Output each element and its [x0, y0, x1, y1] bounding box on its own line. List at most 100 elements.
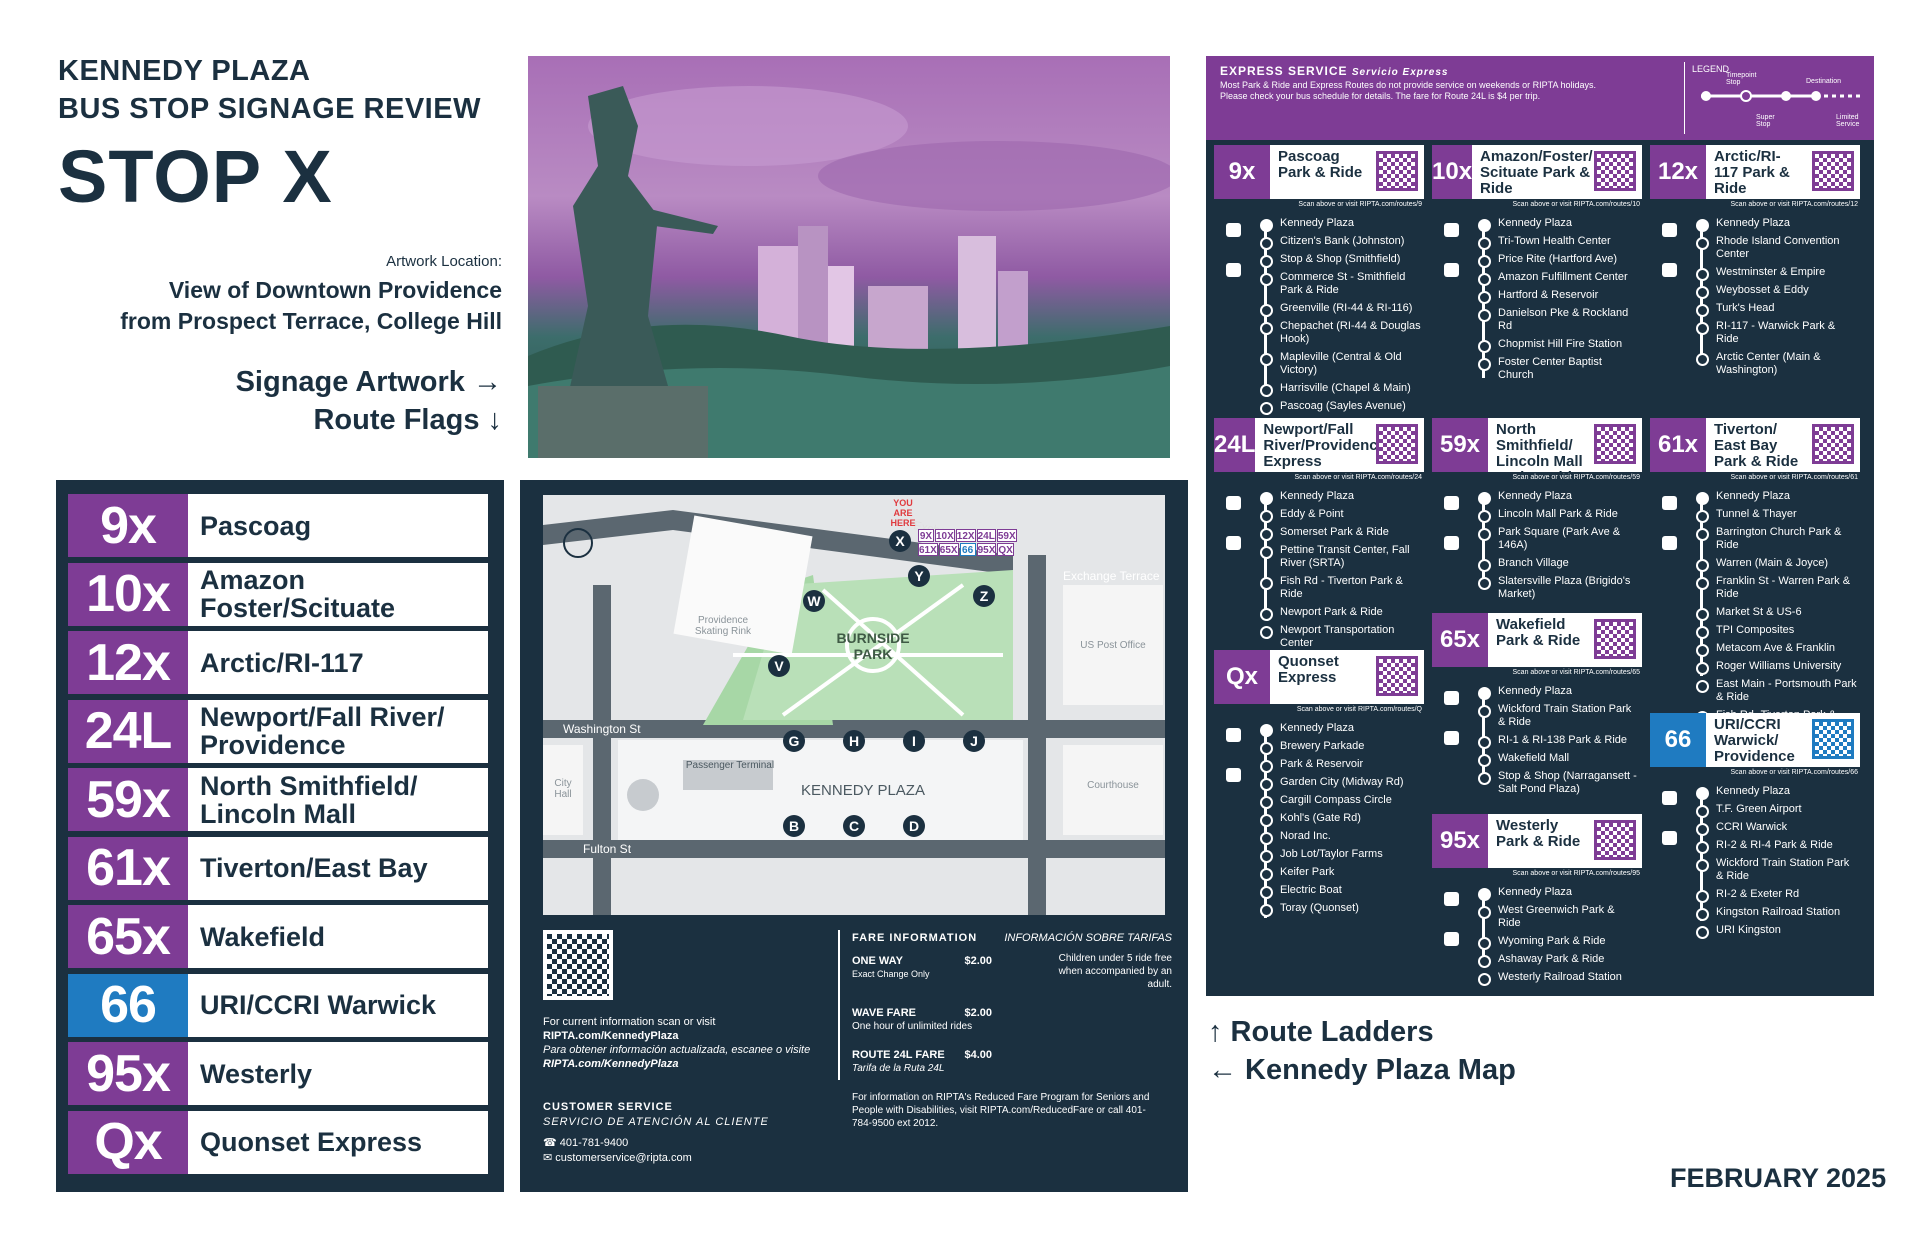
ladder-stop: Roger Williams University [1688, 660, 1858, 675]
ladder-route-title: Arctic/RI-117 Park & Ride [1714, 148, 1790, 197]
children-note: Children under 5 ride free when accompan… [1058, 953, 1172, 990]
courthouse-label: Courthouse [1087, 780, 1139, 791]
ladder-route-number: 12x [1650, 145, 1706, 199]
ladder-stop: Fish Rd - Tiverton Park & Ride [1252, 575, 1422, 601]
ladder-scan-url[interactable]: Scan above or visit RIPTA.com/routes/61 [1730, 474, 1858, 481]
ladder-stop: Metacom Ave & Franklin [1688, 642, 1858, 657]
ladder-stop: Kennedy Plaza [1252, 490, 1422, 505]
route-flag-name: Westerly [200, 1058, 313, 1089]
scan-url-es[interactable]: RIPTA.com/KennedyPlaza [543, 1058, 679, 1070]
here-route-badge: 12X [955, 529, 976, 542]
ladder-qr-code[interactable] [1376, 656, 1418, 696]
ladder-qr-code[interactable] [1376, 424, 1418, 464]
phone-icon: ☎ [543, 1137, 560, 1149]
scan-url[interactable]: RIPTA.com/KennedyPlaza [543, 1030, 679, 1042]
fare-24l-price: $4.00 [964, 1049, 992, 1061]
kennedy-plaza-map-label: ← Kennedy Plaza Map [1208, 1054, 1516, 1086]
legend-destination: Destination [1806, 78, 1842, 85]
ladder-qr-code[interactable] [1594, 424, 1636, 464]
ladder-scan-url[interactable]: Scan above or visit RIPTA.com/routes/12 [1730, 201, 1858, 208]
ladder-stop: Kennedy Plaza [1688, 217, 1858, 232]
bus-icon [1226, 223, 1241, 237]
ladder-stop: Wyoming Park & Ride [1470, 935, 1640, 950]
ladder-qr-code[interactable] [1594, 820, 1636, 860]
route-flag-number: 95x [68, 1042, 188, 1105]
ladder-route-title: Newport/Fall River/Providence Express [1263, 421, 1386, 470]
ladder-scan-url[interactable]: Scan above or visit RIPTA.com/routes/Q [1296, 706, 1422, 713]
route-flag-name: Newport/Fall River/ Providence [200, 702, 445, 760]
artwork-location: View of Downtown Providence from Prospec… [0, 275, 502, 337]
ladder-scan-url[interactable]: Scan above or visit RIPTA.com/routes/65 [1512, 669, 1640, 676]
express-title: EXPRESS SERVICE Servicio Express [1220, 64, 1448, 78]
ladder-stop: Newport Park & Ride [1252, 606, 1422, 621]
ladder-stop: Garden City (Midway Rd) [1252, 776, 1422, 791]
scan-text: For current information scan or visit [543, 1016, 716, 1028]
ladder-stop: Kennedy Plaza [1688, 490, 1858, 505]
stop-g-marker: G [783, 730, 805, 752]
ladder-scan-url[interactable]: Scan above or visit RIPTA.com/routes/9 [1298, 201, 1422, 208]
ladder-stop: Kennedy Plaza [1470, 217, 1640, 232]
email-address[interactable]: customerservice@ripta.com [555, 1152, 692, 1164]
ladder-stop: Hartford & Reservoir [1470, 289, 1640, 304]
header-line2: BUS STOP SIGNAGE REVIEW [58, 93, 481, 125]
ladder-scan-url[interactable]: Scan above or visit RIPTA.com/routes/24 [1294, 474, 1422, 481]
fare-24l: ROUTE 24L FARE$4.00 [852, 1049, 992, 1062]
route-flags-label: Route Flags ↓ [313, 404, 502, 436]
ladder-route-title: Amazon/Foster/ Scituate Park & Ride [1480, 148, 1593, 197]
ladder-scan-url[interactable]: Scan above or visit RIPTA.com/routes/10 [1512, 201, 1640, 208]
ladder-stop: Wickford Train Station Park & Ride [1688, 857, 1858, 883]
artwork-illustration [528, 86, 1170, 458]
ladder-stop: Wakefield Mall [1470, 752, 1640, 767]
ladder-qr-code[interactable] [1812, 151, 1854, 191]
phone-number[interactable]: 401-781-9400 [559, 1137, 629, 1149]
bus-icon [1662, 536, 1677, 550]
ladder-scan-url[interactable]: Scan above or visit RIPTA.com/routes/66 [1730, 769, 1858, 776]
bus-icon [1226, 536, 1241, 550]
cs-title-es: SERVICIO DE ATENCIÓN AL CLIENTE [543, 1116, 769, 1128]
ladder-stop: Park Square (Park Ave & 146A) [1470, 526, 1640, 552]
express-note-2: Please check your bus schedule for detai… [1220, 91, 1541, 101]
ladder-stop: Norad Inc. [1252, 830, 1422, 845]
ladder-rail [1482, 691, 1485, 779]
ladder-stop: Park & Reservoir [1252, 758, 1422, 773]
route-ladders-label: ↑ Route Ladders [1208, 1016, 1434, 1048]
ladder-qr-code[interactable] [1812, 424, 1854, 464]
stop-b-marker: B [783, 815, 805, 837]
ladder-stop: Commerce St - Smithfield Park & Ride [1252, 271, 1422, 297]
fare-wave-label: WAVE FARE [852, 1007, 916, 1019]
bus-icon [1226, 728, 1241, 742]
signage-artwork-image [528, 56, 1170, 458]
express-title-es: Servicio Express [1351, 67, 1449, 78]
fare-one-way: ONE WAY$2.00 [852, 955, 992, 968]
qr-code[interactable] [543, 930, 613, 1000]
ladder-stop: Wickford Train Station Park & Ride [1470, 703, 1640, 729]
ladder-qr-code[interactable] [1812, 719, 1854, 759]
ladder-stop: Market St & US-6 [1688, 606, 1858, 621]
stop-y-marker: Y [908, 565, 930, 587]
bus-icon [1444, 223, 1459, 237]
ladder-stop: Turk's Head [1688, 302, 1858, 317]
mail-icon: ✉ [543, 1152, 556, 1164]
header-line1: KENNEDY PLAZA [58, 55, 311, 87]
legend-diagram [1701, 90, 1861, 102]
ladder-stop: Keifer Park [1252, 866, 1422, 881]
ladder-route-number: 65x [1432, 613, 1488, 667]
ladder-qr-code[interactable] [1594, 619, 1636, 659]
ladder-qr-code[interactable] [1594, 151, 1636, 191]
ladder-qr-code[interactable] [1376, 151, 1418, 191]
ladder-stop: Somerset Park & Ride [1252, 526, 1422, 541]
ladder-scan-url[interactable]: Scan above or visit RIPTA.com/routes/59 [1512, 474, 1640, 481]
ladder-scan-url[interactable]: Scan above or visit RIPTA.com/routes/95 [1512, 870, 1640, 877]
page-header: KENNEDY PLAZA BUS STOP SIGNAGE REVIEW [58, 52, 481, 128]
ladder-stop: Job Lot/Taylor Farms [1252, 848, 1422, 863]
